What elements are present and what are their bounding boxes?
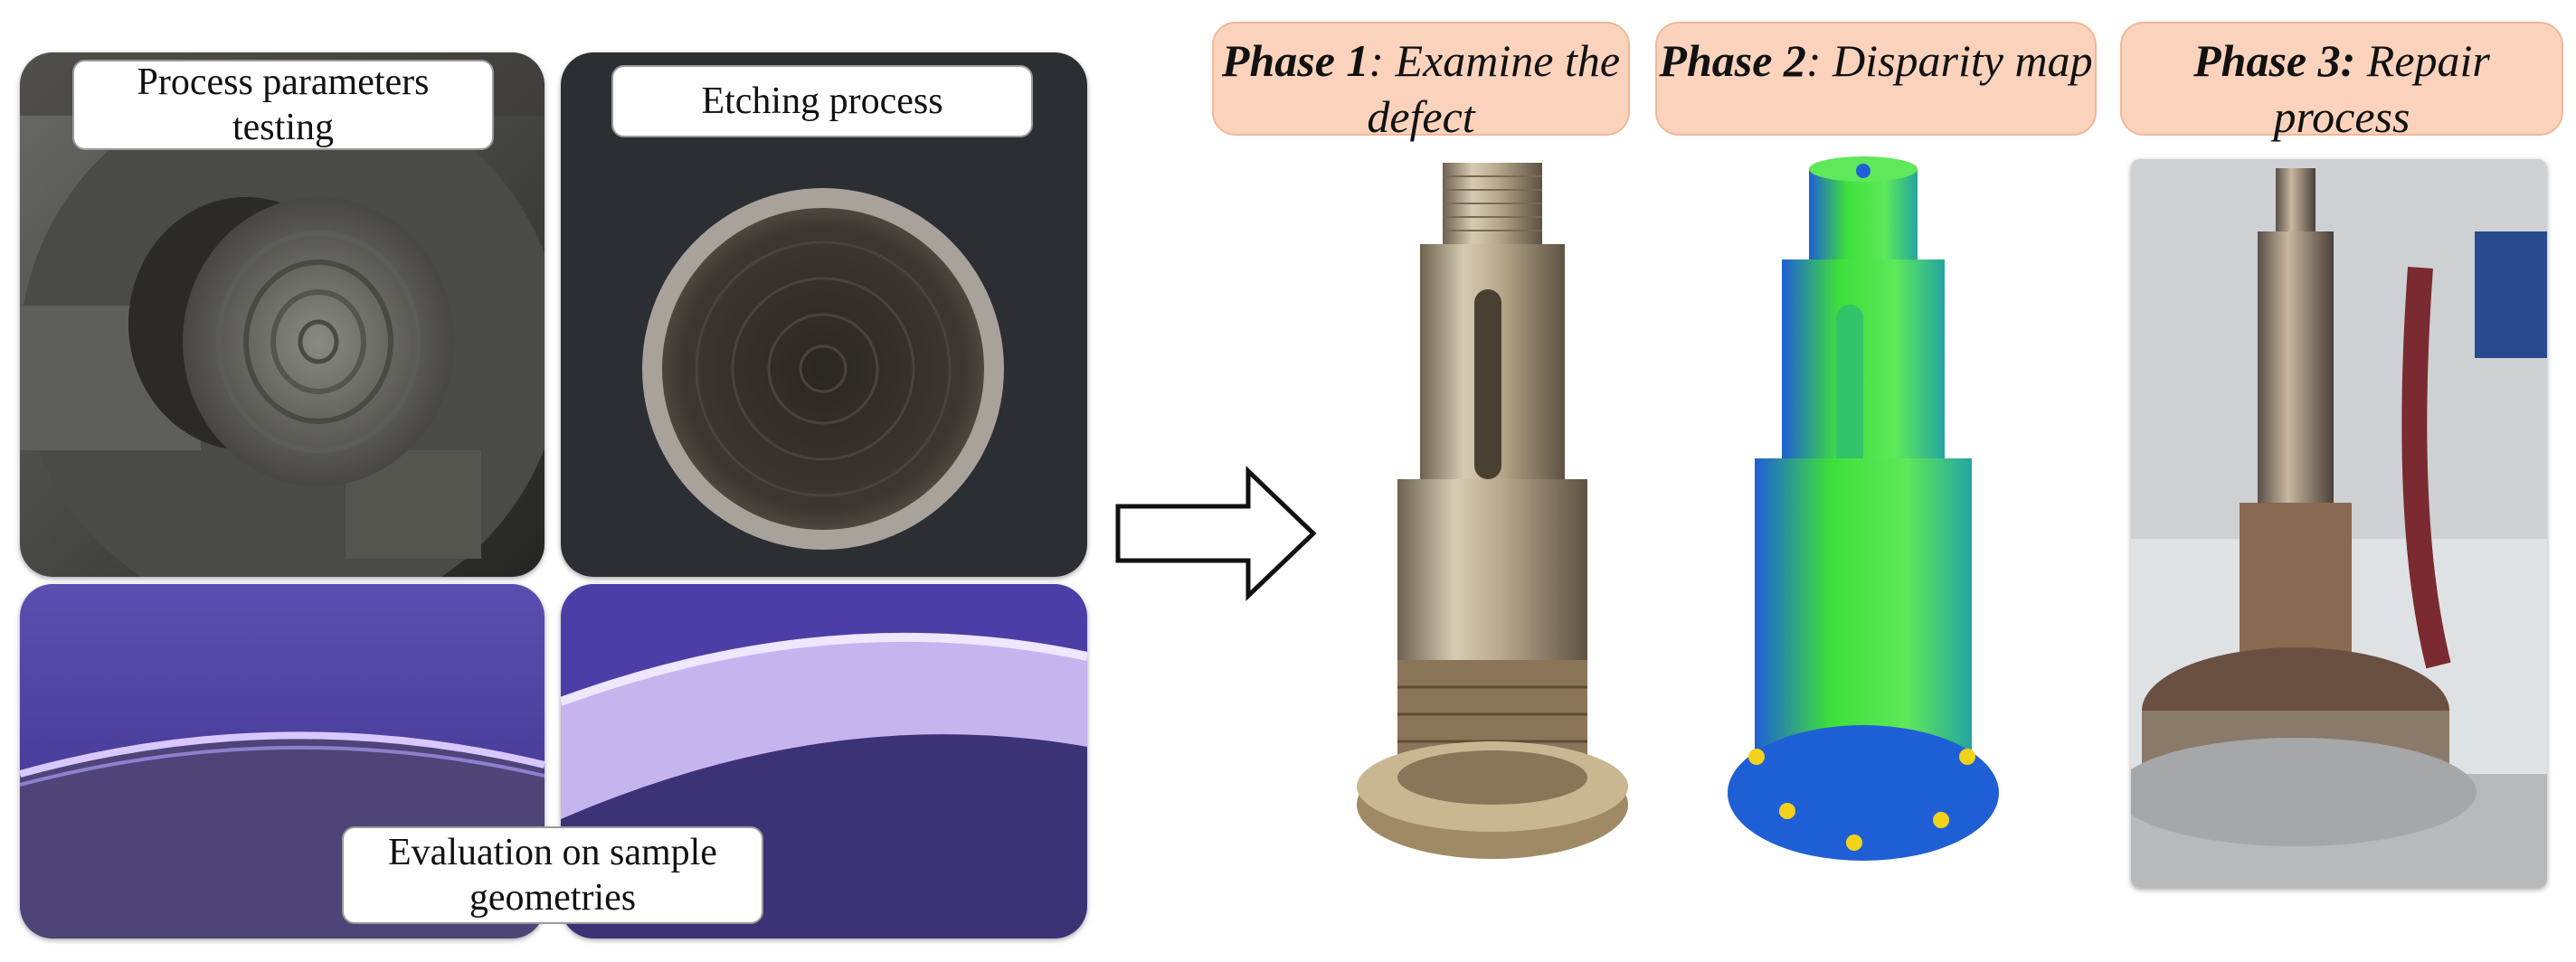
etching-process-label: Etching process [611, 65, 1033, 137]
phase-3-header: Phase 3: Repair process [2120, 22, 2563, 142]
disparity-map-image [1728, 156, 1999, 861]
etched-disc-image [561, 52, 1087, 577]
defective-shaft-image [1357, 163, 1628, 859]
phase-3-text: Repair process [2273, 35, 2490, 142]
phase-1-header: Phase 1: Examine the defect [1212, 22, 1630, 142]
repair-setup-image [2131, 159, 2547, 888]
evaluation-label: Evaluation on sample geometries [342, 826, 763, 924]
photo-repair-process [2131, 159, 2547, 888]
phase-3-bold: Phase 3: [2193, 35, 2356, 86]
phase-1-text: : Examine the defect [1367, 35, 1621, 142]
right-arrow-icon [1115, 466, 1317, 601]
phase-1-bold: Phase 1 [1221, 35, 1369, 86]
process-parameters-label: Process parameters testing [72, 60, 494, 150]
phase-2-text: : Disparity map [1805, 35, 2093, 86]
photo-etching [561, 52, 1087, 577]
phase-2-header: Phase 2: Disparity map [1655, 22, 2097, 136]
phase-2-bold: Phase 2 [1659, 35, 1806, 86]
